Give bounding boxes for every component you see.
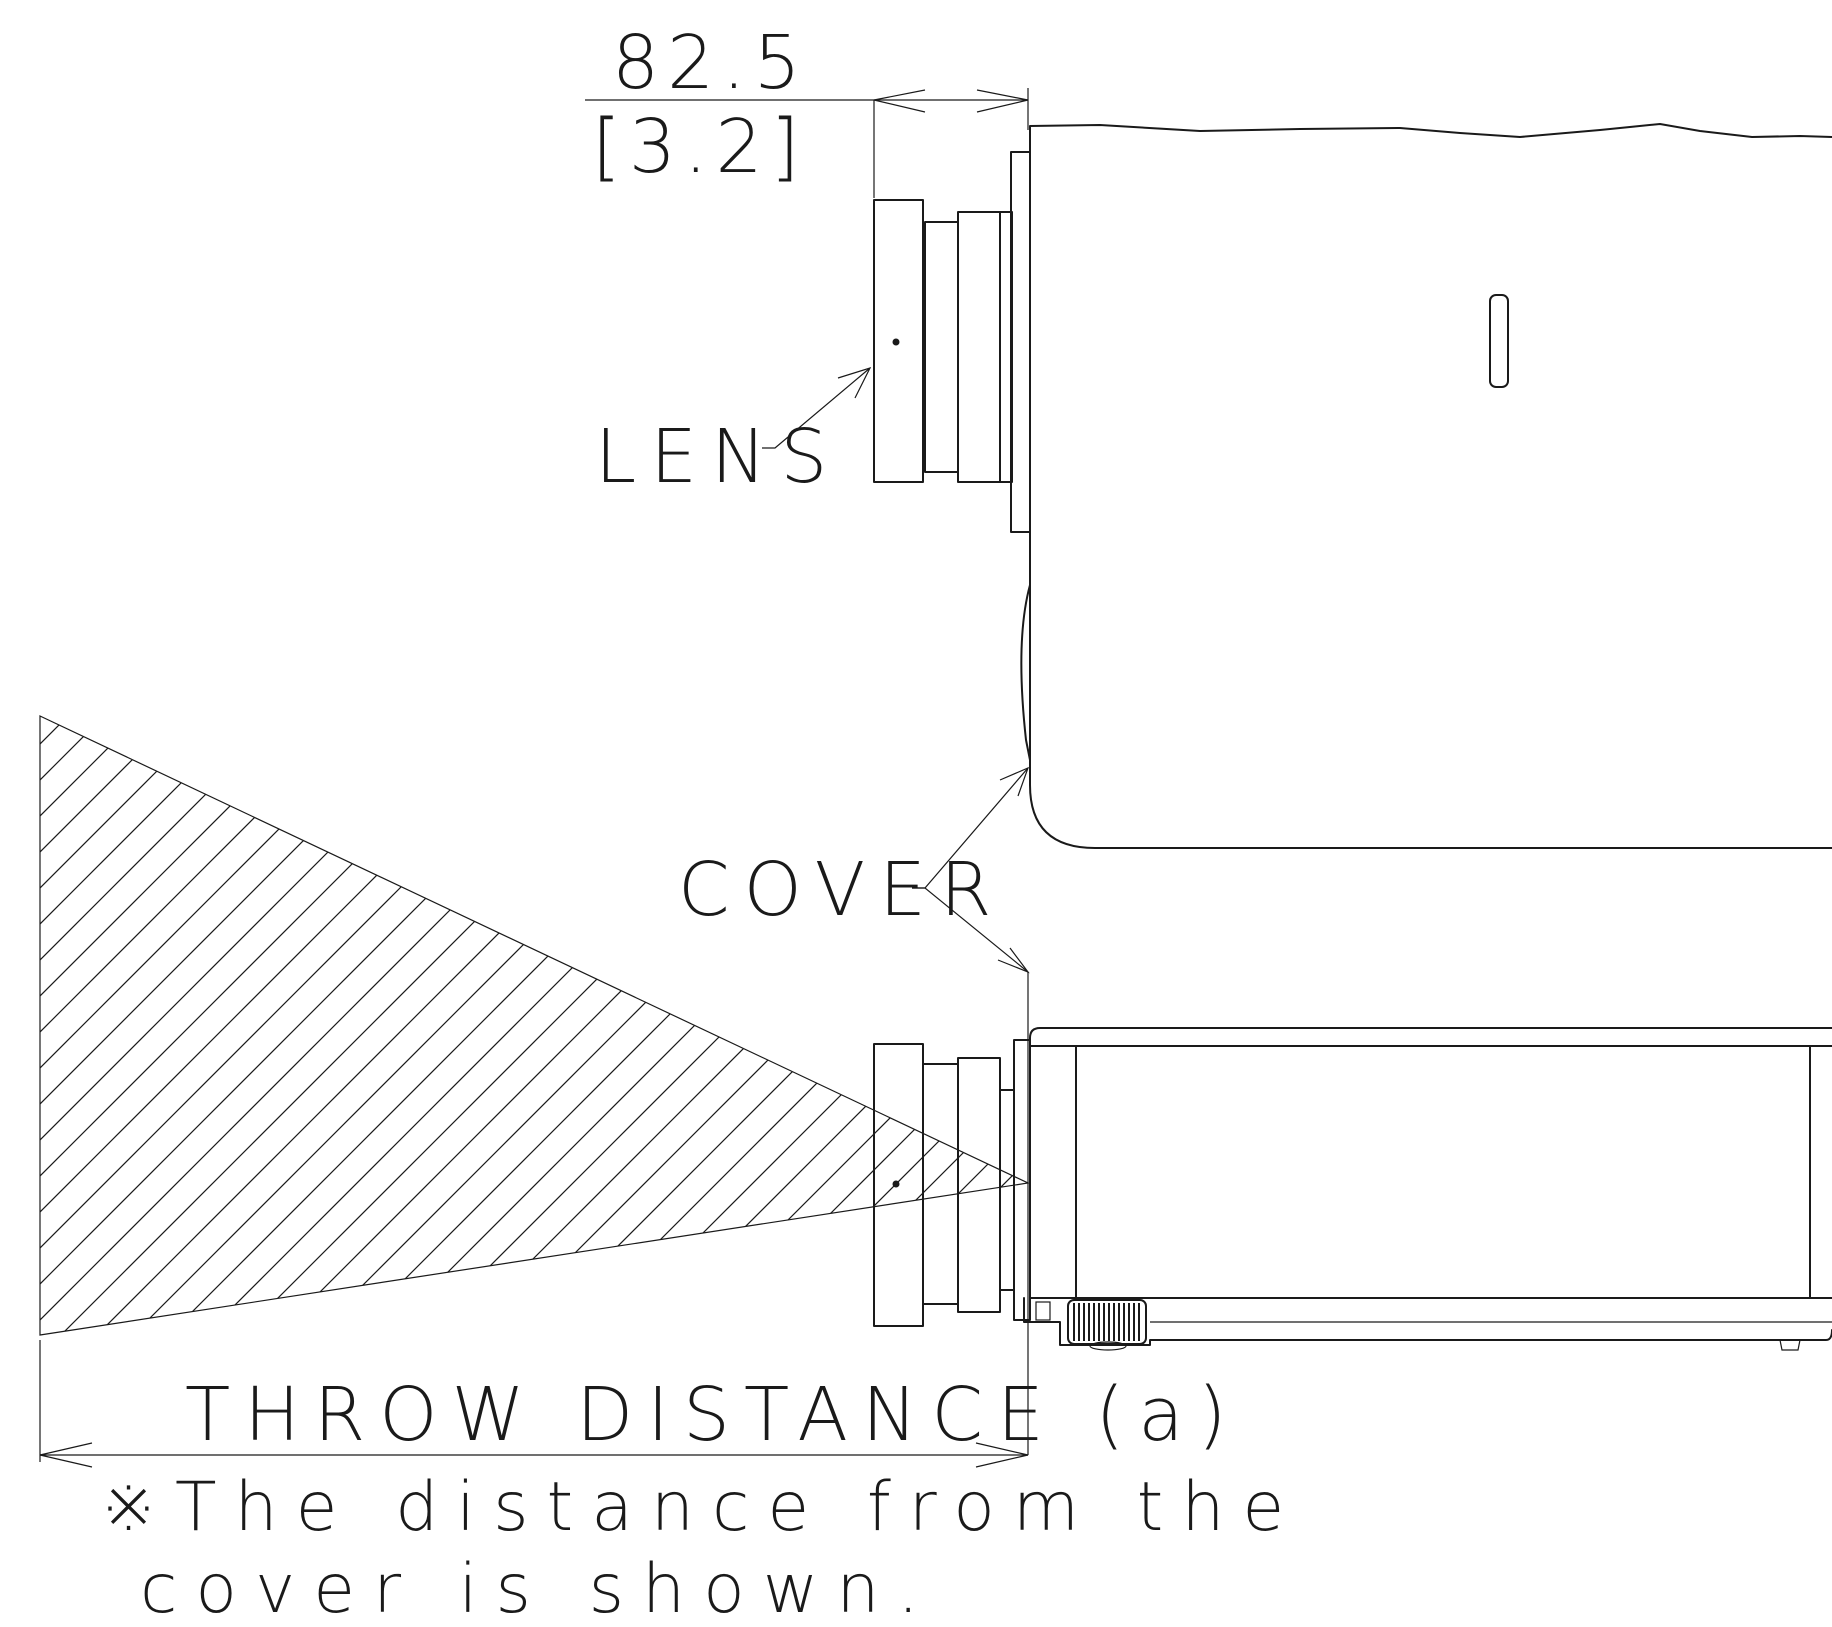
adjustment-wheel-icon xyxy=(1067,1299,1147,1351)
dimension-mm-label: 82.5 xyxy=(612,20,809,106)
side-lens-ring xyxy=(873,1043,924,1327)
lens-callout: LENS xyxy=(595,367,872,500)
lens-leader-line xyxy=(762,367,871,449)
beam-outline xyxy=(39,715,1031,1336)
hatch-line xyxy=(379,716,1028,1335)
footnote: ※The distance from the cover is shown. xyxy=(100,1468,1302,1627)
top-cover-bulge xyxy=(1020,584,1031,761)
side-lens-barrel-mid xyxy=(922,1063,959,1305)
side-body-outline xyxy=(1029,1027,1832,1299)
hatch-line xyxy=(127,716,779,1335)
hatch-line xyxy=(40,716,95,1335)
hatch-line xyxy=(0,690,22,1340)
hatch-line xyxy=(847,716,1028,1335)
hatch-line xyxy=(40,716,167,1335)
hatch-line xyxy=(40,716,671,1335)
hatch-line xyxy=(667,716,1028,1335)
projector-top-view xyxy=(873,123,1832,849)
hatch-line xyxy=(163,716,815,1335)
hatch-line xyxy=(343,716,995,1335)
side-lens-mount xyxy=(999,1089,1015,1291)
hatch-line xyxy=(307,716,959,1335)
hatch-line xyxy=(271,716,923,1335)
top-lens-flange xyxy=(1010,151,1031,533)
hatch-line xyxy=(40,716,527,1335)
cover-leader-lower xyxy=(912,887,1029,973)
projection-beam xyxy=(0,690,1714,1340)
side-lens-center-dot xyxy=(892,1180,900,1188)
throw-distance-dimension: THROW DISTANCE (a) xyxy=(39,1340,1240,1468)
cover-label: COVER xyxy=(678,847,1005,933)
footnote-line-1: ※The distance from the xyxy=(100,1468,1302,1547)
hatch-line xyxy=(811,716,1028,1335)
top-lens-ring xyxy=(873,199,924,483)
lens-protrusion-dimension: 82.5 [3.2] xyxy=(585,20,1029,198)
footnote-line-2: cover is shown. xyxy=(140,1550,937,1627)
hatch-line xyxy=(1064,690,1714,1340)
dim-arrow-left xyxy=(873,89,926,113)
hatch-line xyxy=(883,716,1028,1335)
lens-leader-arrow xyxy=(837,367,872,399)
hatch-line xyxy=(40,716,59,1335)
throw-arrow-left xyxy=(39,1442,93,1468)
dim-arrow-right xyxy=(976,89,1029,113)
hatch-line xyxy=(235,716,887,1335)
top-lens-center-dot xyxy=(892,338,900,346)
hatch-line xyxy=(55,716,707,1335)
cover-leader-upper-arrow xyxy=(999,766,1030,797)
throw-arrow-right xyxy=(975,1442,1029,1468)
hatch-line xyxy=(415,716,1028,1335)
hatch-line xyxy=(991,716,1028,1335)
side-lens-barrel-inner xyxy=(957,1057,1001,1313)
hatch-line xyxy=(199,716,851,1335)
side-rear-foot xyxy=(1779,1339,1801,1351)
hatch-line xyxy=(40,716,275,1335)
projector-side-view xyxy=(873,972,1832,1455)
hatch-line xyxy=(559,716,1028,1335)
hatch-line xyxy=(40,716,599,1335)
top-indicator-slot xyxy=(1489,294,1509,388)
hatch-line xyxy=(595,716,1028,1335)
hatch-line xyxy=(487,716,1028,1335)
beam-hatching xyxy=(0,690,1714,1340)
hatch-line xyxy=(40,716,239,1335)
hatch-line xyxy=(40,716,419,1335)
cover-callout: COVER xyxy=(678,766,1030,974)
dimension-in-label: [3.2] xyxy=(592,104,807,190)
hatch-line xyxy=(40,716,131,1335)
hatch-line xyxy=(451,716,1028,1335)
lens-label: LENS xyxy=(595,414,841,500)
throw-distance-label: THROW DISTANCE (a) xyxy=(185,1372,1240,1458)
top-lens-barrel-inner xyxy=(957,211,1001,483)
hatch-line xyxy=(919,716,1028,1335)
top-lens-barrel-mid xyxy=(924,221,959,473)
hatch-line xyxy=(40,716,635,1335)
side-small-button xyxy=(1035,1301,1051,1321)
top-body-outline xyxy=(1029,123,1832,849)
hatch-line xyxy=(955,716,1028,1335)
hatch-line xyxy=(1027,716,1028,1335)
hatch-line xyxy=(40,716,347,1335)
hatch-line xyxy=(40,716,311,1335)
hatch-line xyxy=(40,716,203,1335)
hatch-line xyxy=(739,716,1028,1335)
